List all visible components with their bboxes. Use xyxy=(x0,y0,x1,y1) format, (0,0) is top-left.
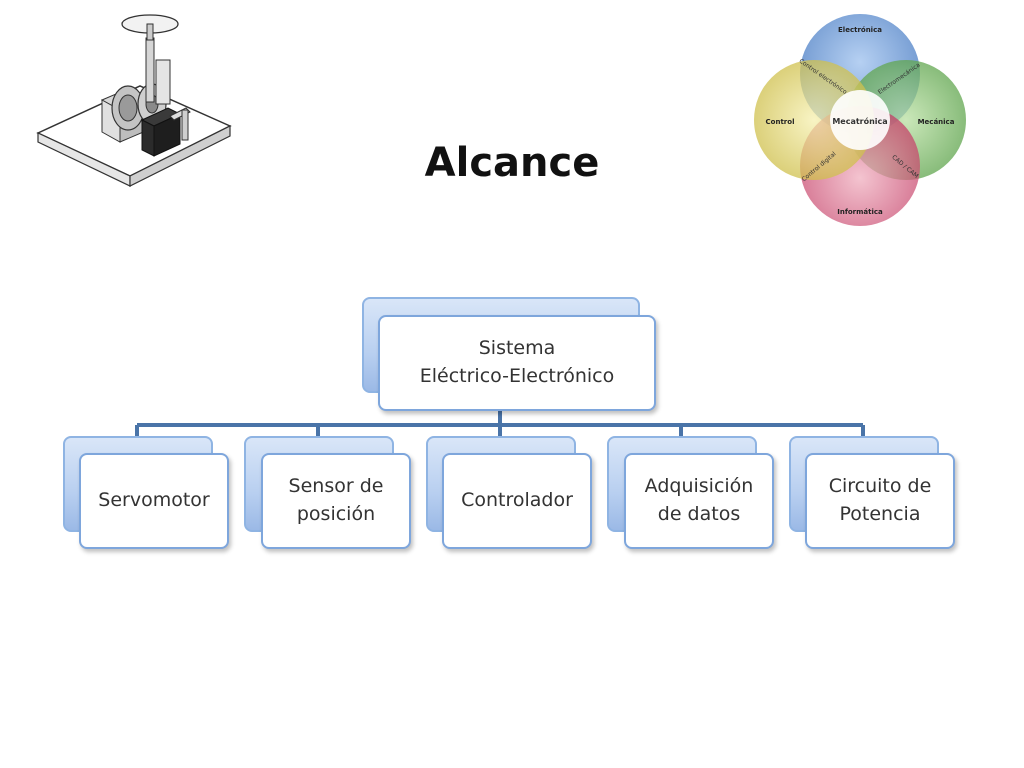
node-circuito-line1: Circuito de xyxy=(828,475,932,498)
venn-center xyxy=(830,90,890,150)
servo-mechanism-illustration xyxy=(36,14,232,187)
node-circuito-line2: Potencia xyxy=(839,503,921,525)
node-servomotor-line1: Servomotor xyxy=(98,489,210,512)
venn-label-mecanica: Mecánica xyxy=(918,118,955,126)
node-adquisicion-line2: de datos xyxy=(657,503,741,525)
node-sensor-line2: posición xyxy=(296,503,376,525)
venn-label-electronica: Electrónica xyxy=(838,26,882,34)
node-controlador-line1: Controlador xyxy=(461,489,573,512)
venn-circle-control xyxy=(754,60,874,180)
mechatronics-venn-diagram: Mecatrónica Electrónica Mecánica Informá… xyxy=(754,14,966,226)
venn-label-informatica: Informática xyxy=(837,208,883,216)
node-sensor-line1: Sensor de xyxy=(288,475,384,498)
node-root-line1: Sistema xyxy=(478,337,556,360)
node-root-line2: Eléctrico-Electrónico xyxy=(419,365,615,387)
node-adquisicion-line1: Adquisición xyxy=(644,475,754,498)
venn-label-control: Control xyxy=(766,118,795,126)
venn-center-label: Mecatrónica xyxy=(832,116,887,126)
slide-title: Alcance xyxy=(424,140,600,186)
